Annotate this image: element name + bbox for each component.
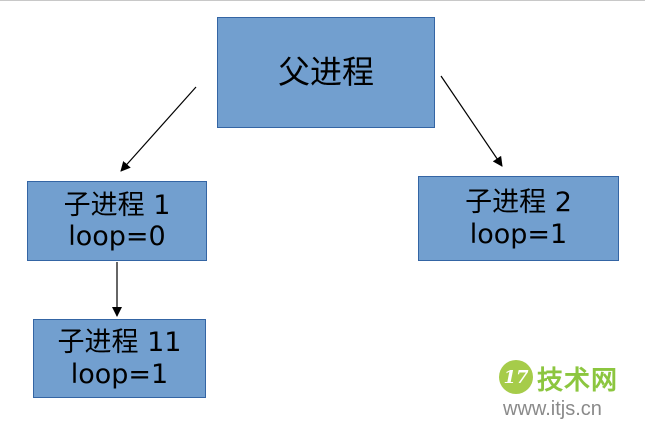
top-border (0, 0, 645, 1)
edge-parent-child1 (120, 86, 197, 172)
watermark-logo: 17 (499, 360, 533, 394)
node-label: 子进程 1 (63, 189, 171, 221)
watermark-url: www.itjs.cn (503, 398, 602, 420)
watermark: 17 技术网 www.itjs.cn (499, 360, 641, 426)
watermark-site-name: 技术网 (537, 366, 619, 396)
edge-parent-child2 (440, 75, 503, 167)
node-parent-process: 父进程 (217, 17, 435, 128)
node-loop-value: loop=1 (469, 218, 568, 250)
node-label: 子进程 2 (465, 187, 572, 219)
node-label: 父进程 (277, 53, 374, 92)
node-child-process-2: 子进程 2 loop=1 (418, 176, 619, 261)
node-child-process-11: 子进程 11 loop=1 (33, 319, 206, 398)
node-child-process-1: 子进程 1 loop=0 (27, 181, 207, 261)
node-loop-value: loop=1 (70, 358, 169, 390)
node-loop-value: loop=0 (68, 221, 166, 252)
node-label: 子进程 11 (57, 327, 182, 359)
